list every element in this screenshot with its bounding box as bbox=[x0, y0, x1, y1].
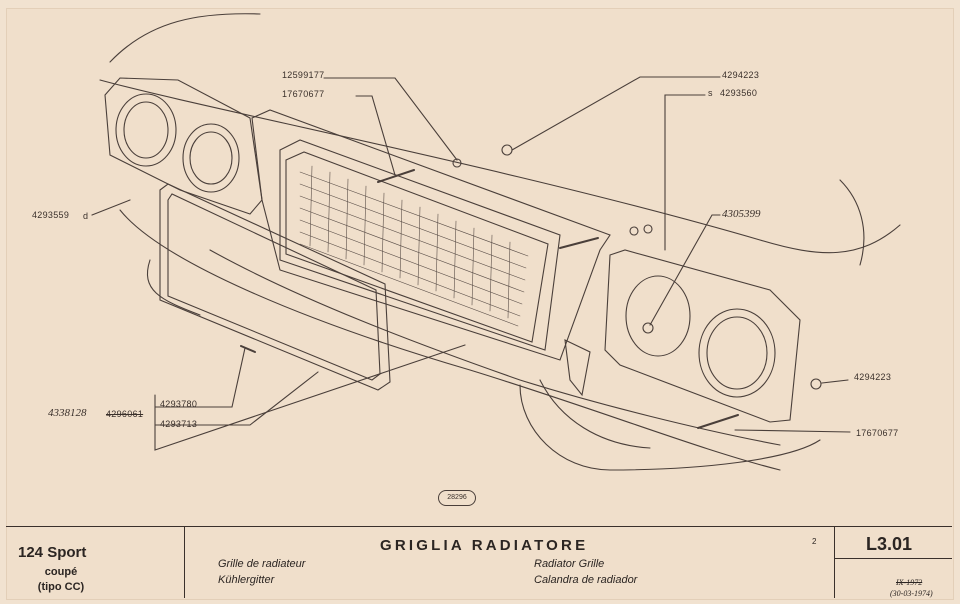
part-number-label: 17670677 bbox=[856, 428, 899, 438]
title-block-divider bbox=[184, 526, 185, 598]
page-title: GRIGLIA RADIATORE bbox=[380, 537, 589, 554]
title-block-divider bbox=[834, 558, 952, 559]
page-frame bbox=[6, 8, 954, 600]
superseded-date: IX-1972 bbox=[896, 578, 923, 587]
drawing-reference-stamp: 28296 bbox=[438, 490, 476, 506]
part-number-label: 17670677 bbox=[282, 89, 325, 99]
part-number-label: 4293713 bbox=[160, 419, 198, 429]
title-block-top-rule bbox=[6, 526, 952, 527]
page-marker: 2 bbox=[812, 537, 817, 546]
part-number-label: 4294223 bbox=[854, 372, 892, 382]
title-german: Kühlergitter bbox=[218, 574, 275, 586]
revision-date: (30-03-1974) bbox=[890, 589, 933, 598]
part-number-label: 4293559 bbox=[32, 210, 70, 220]
model-name: 124 Sport bbox=[18, 544, 87, 561]
variant-type: (tipo CC) bbox=[37, 581, 85, 593]
part-number-label: 4305399 bbox=[722, 208, 761, 220]
part-number-suffix: d bbox=[83, 211, 89, 221]
title-spanish: Calandra de radiador bbox=[534, 574, 638, 586]
part-number-prefix: s bbox=[708, 88, 713, 98]
part-number-superseded: 4296061 bbox=[106, 409, 144, 419]
part-number-label: 4293560 bbox=[720, 88, 758, 98]
part-number-label: 4294223 bbox=[722, 70, 760, 80]
sheet-number: L3.01 bbox=[866, 534, 913, 554]
title-block-divider bbox=[834, 526, 835, 598]
part-number-label: 4293780 bbox=[160, 399, 198, 409]
part-number-new: 4338128 bbox=[48, 407, 87, 419]
body-type: coupé bbox=[44, 566, 78, 578]
title-french: Grille de radiateur bbox=[218, 558, 306, 570]
part-number-label: 12599177 bbox=[282, 70, 325, 80]
title-english: Radiator Grille bbox=[534, 558, 605, 570]
